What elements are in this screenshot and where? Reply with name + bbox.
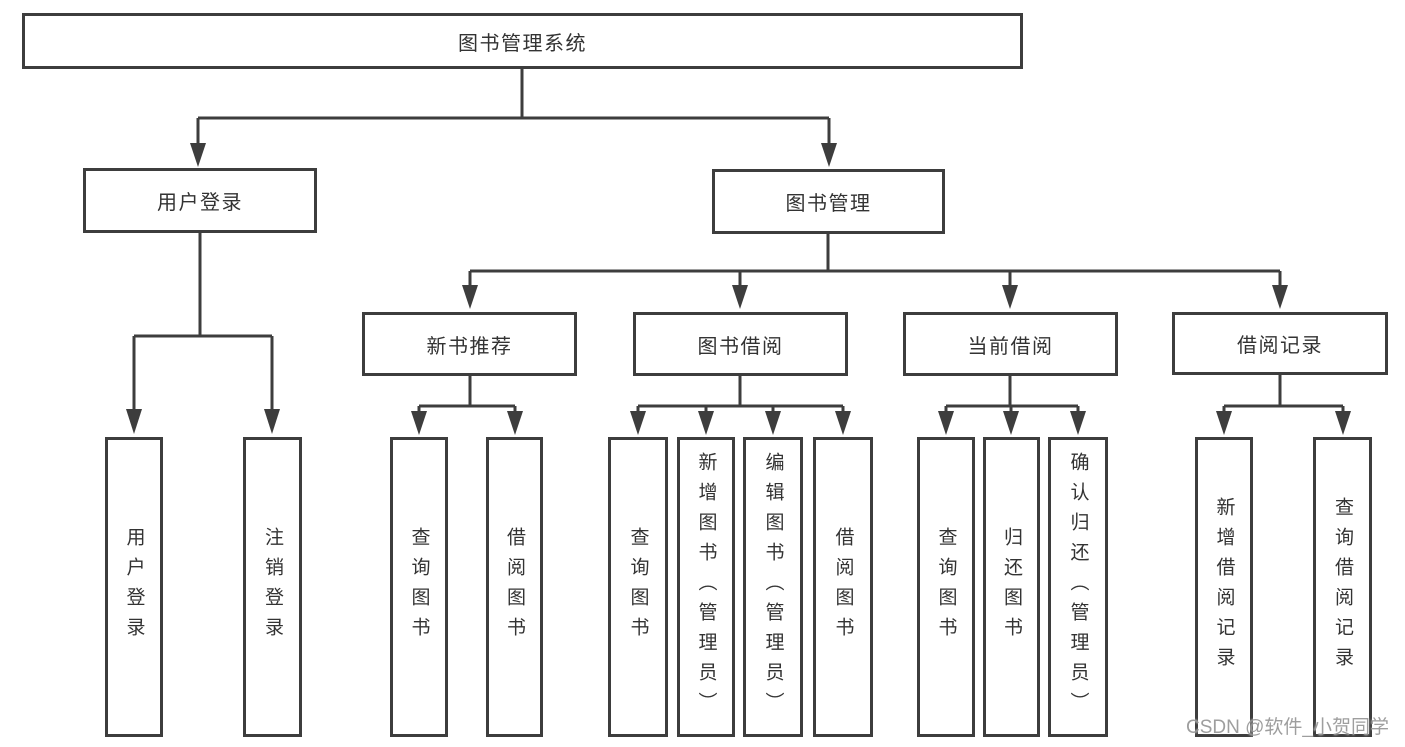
leaf-query-borrow-record: 查询借阅记录 (1313, 437, 1372, 737)
arrowhead-down (630, 411, 646, 435)
leaf-edit-books-admin: 编辑图书（管理员） (743, 437, 803, 737)
connector-current-borrow-to-children (938, 376, 1086, 435)
node-label: 注销登录 (262, 527, 283, 647)
csdn-watermark: CSDN @软件_小贺同学 (1186, 717, 1389, 738)
connector-line (417, 376, 517, 412)
arrowhead-down (264, 409, 280, 434)
node-root-library-system: 图书管理系统 (22, 13, 1023, 69)
arrowhead-down (411, 411, 427, 435)
node-label: 借阅图书 (832, 527, 854, 647)
connector-line (944, 376, 1080, 412)
node-label: 查询图书 (408, 527, 430, 647)
node-label: 查询图书 (935, 527, 957, 647)
node-label: 确认归还（管理员） (1067, 452, 1089, 722)
connector-book-borrow-to-children (630, 376, 851, 435)
leaf-borrow-books-2: 借阅图书 (813, 437, 873, 737)
node-label: 编辑图书（管理员） (762, 452, 784, 722)
connector-book-management-to-children (462, 234, 1288, 309)
arrowhead-down (765, 411, 781, 435)
arrowhead-down (732, 285, 748, 309)
leaf-user-login: 用户登录 (105, 437, 163, 737)
arrowhead-down (507, 411, 523, 435)
node-label: 借阅记录 (1237, 335, 1323, 357)
arrowhead-down (1070, 411, 1086, 435)
node-book-management: 图书管理 (712, 169, 945, 234)
arrowhead-down (190, 143, 206, 167)
connector-line (636, 376, 845, 412)
connector-line (1222, 375, 1345, 412)
leaf-query-books-2: 查询图书 (608, 437, 668, 737)
node-label: 当前借阅 (967, 335, 1054, 358)
leaf-add-books-admin: 新增图书（管理员） (677, 437, 735, 737)
node-label: 图书管理 (785, 193, 872, 215)
node-label: 借阅图书 (504, 527, 525, 647)
node-label: 新书推荐 (426, 335, 513, 358)
leaf-query-books-3: 查询图书 (917, 437, 975, 737)
connector-root-to-level1 (190, 68, 837, 167)
node-label: 查询借阅记录 (1332, 497, 1353, 677)
arrowhead-down (1272, 285, 1288, 309)
connector-line (196, 68, 831, 145)
connector-borrow-record-to-children (1216, 375, 1351, 435)
arrowhead-down (1002, 285, 1018, 309)
leaf-confirm-return-admin: 确认归还（管理员） (1048, 437, 1108, 737)
arrowhead-down (698, 411, 714, 435)
leaf-add-borrow-record: 新增借阅记录 (1195, 437, 1253, 737)
connector-user-login-to-children (126, 232, 280, 434)
node-label: 用户登录 (157, 192, 243, 214)
node-label: 归还图书 (1001, 527, 1022, 647)
connector-new-book-rec-to-children (411, 376, 523, 435)
leaf-return-books: 归还图书 (983, 437, 1040, 737)
arrowhead-down (1335, 411, 1351, 435)
arrowhead-down (126, 409, 142, 434)
arrowhead-down (821, 143, 837, 167)
node-user-login: 用户登录 (83, 168, 317, 233)
leaf-logout: 注销登录 (243, 437, 302, 737)
node-borrow-records: 借阅记录 (1172, 312, 1388, 375)
connector-line (468, 234, 1282, 287)
node-new-book-recommend: 新书推荐 (362, 312, 577, 376)
arrowhead-down (1216, 411, 1232, 435)
node-label: 查询图书 (627, 527, 649, 647)
arrowhead-down (462, 285, 478, 309)
arrowhead-down (835, 411, 851, 435)
arrowhead-down (1003, 411, 1019, 435)
node-label: 新增图书（管理员） (695, 452, 717, 722)
node-book-borrowing: 图书借阅 (633, 312, 848, 376)
node-current-borrowing: 当前借阅 (903, 312, 1118, 376)
node-label: 用户登录 (123, 527, 145, 647)
node-label: 图书管理系统 (458, 32, 587, 55)
node-label: 图书借阅 (697, 335, 784, 358)
leaf-borrow-books-1: 借阅图书 (486, 437, 543, 737)
arrowhead-down (938, 411, 954, 435)
node-label: 新增借阅记录 (1213, 497, 1235, 677)
leaf-query-books-1: 查询图书 (390, 437, 448, 737)
connector-line (132, 232, 274, 411)
